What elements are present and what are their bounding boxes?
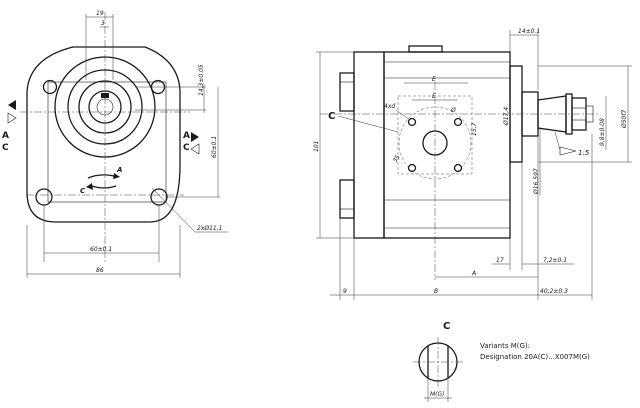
rotation-label-A: A <box>116 166 122 174</box>
shaft-core <box>96 98 114 116</box>
side-dim-40-2: 40,2±0.3 <box>540 288 568 295</box>
front-hole-leader <box>151 187 196 233</box>
rotation-arrowhead-C <box>86 183 93 190</box>
side-fitting-bottom <box>339 179 355 219</box>
side-dim-15-7: 15,7 <box>471 122 478 136</box>
side-dim-E-top: E <box>432 76 436 83</box>
side-port-bolt-a <box>407 117 417 127</box>
front-hole-bottom-left <box>35 188 53 206</box>
front-dim-60-right: 60±0.1 <box>211 136 218 158</box>
detail-variants-line2: Designation 20A(C)...X007M(G) <box>480 353 590 361</box>
left-marker-filled <box>8 100 16 110</box>
detail-c: C M(G) Variants M(G): Designation 20A(C)… <box>413 321 590 402</box>
front-view: A C A C A C 19 3 14,3±0.05 60±0.1 2xØ11,… <box>2 10 228 278</box>
side-taper-leader <box>554 131 561 151</box>
side-dim-4xd: 4xd <box>384 103 395 110</box>
front-flange-outline <box>26 46 181 223</box>
side-end-cover <box>353 51 385 239</box>
side-dim-taper: 1:5 <box>578 149 590 157</box>
rotation-arrow-C <box>91 185 117 189</box>
side-dim-4xd-leader <box>395 109 411 121</box>
side-dim-9-8: 9,8±0.08 <box>599 118 606 146</box>
side-dim-16-597: Ø16,597 <box>533 168 540 195</box>
side-dim-101: 101 <box>313 141 320 152</box>
right-marker-filled <box>191 132 199 142</box>
left-label-C: C <box>2 143 9 153</box>
right-label-C: C <box>183 143 190 153</box>
side-dim-port-dia: Ø <box>450 107 456 114</box>
side-dim-7-2: 7,2±0.1 <box>543 257 567 264</box>
side-port-bolt-d <box>453 163 463 173</box>
right-marker-open <box>190 143 200 155</box>
side-view: E E 4xd Ø 15,7 35 C 101 14±0.1 Ø17,4 Ø50… <box>313 28 632 300</box>
side-label-C: C <box>328 111 335 122</box>
shaft-boss-outer <box>54 56 156 158</box>
side-port-bolt-c <box>407 163 417 173</box>
front-dim-3: 3 <box>101 20 105 27</box>
shaft-boss-inner <box>78 80 132 134</box>
side-taper-symbol <box>559 146 577 156</box>
front-dim-19: 19 <box>96 10 104 17</box>
left-label-A: A <box>2 131 9 141</box>
side-dim-E-inner: E <box>432 93 436 100</box>
detail-label-C: C <box>443 321 450 332</box>
side-dim-17-4: Ø17,4 <box>503 107 510 126</box>
shaft-keyway <box>101 93 109 98</box>
side-dim-A: A <box>471 270 476 277</box>
side-top-plug <box>408 45 443 53</box>
front-dim-14-3: 14,3±0.05 <box>198 64 205 96</box>
left-marker-open <box>7 112 17 124</box>
side-dim-50f7: Ø50f7 <box>621 110 628 129</box>
side-dim-35: 35 <box>392 154 402 164</box>
side-dim-17: 17 <box>496 257 504 264</box>
rotation-arrowhead-A <box>113 173 120 179</box>
detail-dim-label: M(G) <box>430 391 445 398</box>
rotation-label-C: C <box>80 187 86 195</box>
side-dim-B: B <box>434 288 438 295</box>
right-label-A: A <box>183 131 190 141</box>
side-fitting-top <box>339 72 355 112</box>
shaft-key <box>88 90 122 124</box>
front-dim-60-bottom: 60±0.1 <box>90 246 112 253</box>
front-hole-bottom-right <box>150 188 168 206</box>
front-dim-86: 86 <box>96 267 104 274</box>
side-dim-9: 9 <box>343 288 347 295</box>
side-dim-14: 14±0.1 <box>518 28 540 35</box>
side-port-circle-outer <box>398 106 472 180</box>
side-label-C-leader <box>337 115 399 133</box>
side-port-bolt-b <box>453 117 463 127</box>
rotation-arrow-A <box>87 174 115 179</box>
front-hole-top-left <box>42 79 58 95</box>
detail-variants-line1: Variants M(G): <box>480 342 530 350</box>
front-hole-note: 2xØ11,1 <box>197 225 222 232</box>
front-body-outline <box>47 81 167 203</box>
shaft-boss-ring <box>67 69 143 145</box>
